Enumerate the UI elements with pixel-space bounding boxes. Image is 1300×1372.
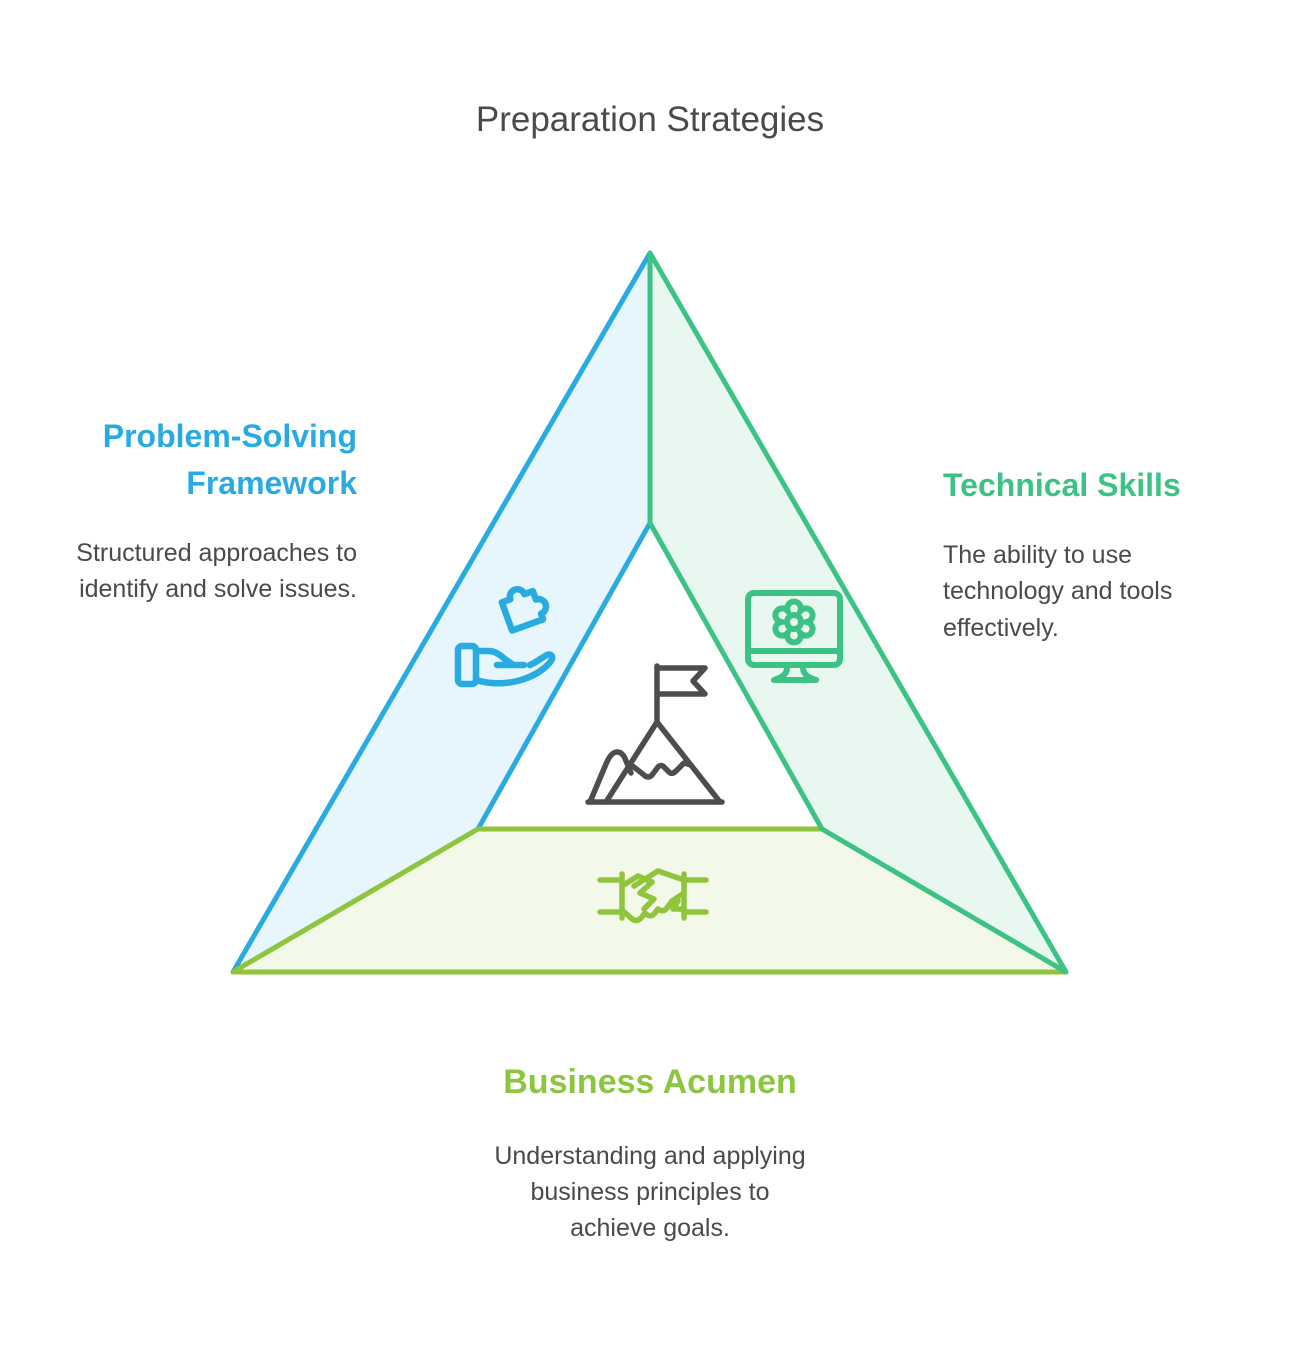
technical-skills-label: Technical Skills The ability to use tech…: [943, 462, 1223, 646]
handshake-icon: [597, 868, 709, 924]
technical-skills-description: The ability to use technology and tools …: [943, 541, 1173, 642]
technical-skills-heading: Technical Skills: [943, 467, 1181, 503]
mountain-flag-icon: [585, 663, 725, 805]
monitor-gear-icon: [745, 590, 843, 683]
technical-skills-segment: [647, 250, 1069, 975]
hand-puzzle-icon: [454, 586, 556, 688]
page-title: Preparation Strategies: [475, 100, 825, 139]
business-acumen-heading: Business Acumen: [503, 1063, 797, 1101]
business-acumen-label: Business Acumen Understanding and applyi…: [485, 1058, 815, 1247]
problem-solving-description: Structured approaches to identify and so…: [76, 539, 357, 604]
business-acumen-description: Understanding and applying business prin…: [494, 1141, 806, 1243]
problem-solving-heading: Problem-Solving Framework: [102, 418, 357, 502]
problem-solving-label: Problem-Solving Framework Structured app…: [57, 413, 357, 608]
